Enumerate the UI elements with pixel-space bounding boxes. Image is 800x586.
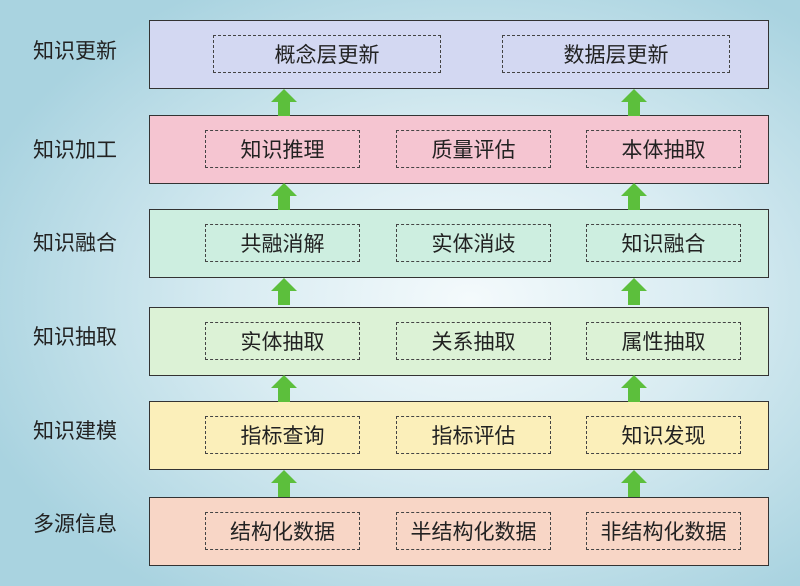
- green-up-arrow-icon: [621, 278, 647, 305]
- item-attribute-extraction: 属性抽取: [586, 322, 741, 360]
- layer-box-knowledge-processing: 知识推理 质量评估 本体抽取: [149, 115, 769, 184]
- layer-label-multi-source-info: 多源信息: [33, 512, 117, 536]
- green-up-arrow-icon: [271, 278, 297, 305]
- green-up-arrow-icon: [621, 183, 647, 210]
- item-concept-layer-update: 概念层更新: [213, 35, 441, 73]
- item-coreference-resolution: 共融消解: [205, 224, 360, 262]
- green-up-arrow-icon: [621, 375, 647, 402]
- layer-label-knowledge-modeling: 知识建模: [33, 419, 117, 443]
- item-relation-extraction: 关系抽取: [396, 322, 551, 360]
- layer-box-knowledge-extraction: 实体抽取 关系抽取 属性抽取: [149, 307, 769, 376]
- layer-label-knowledge-update: 知识更新: [33, 39, 117, 63]
- green-up-arrow-icon: [271, 183, 297, 210]
- layer-box-multi-source-info: 结构化数据 半结构化数据 非结构化数据: [149, 497, 769, 566]
- item-indicator-evaluation: 指标评估: [396, 416, 551, 454]
- green-up-arrow-icon: [621, 89, 647, 116]
- item-data-layer-update: 数据层更新: [502, 35, 730, 73]
- layer-box-knowledge-update: 概念层更新 数据层更新: [149, 20, 769, 89]
- item-quality-assessment: 质量评估: [396, 130, 551, 168]
- green-up-arrow-icon: [271, 89, 297, 116]
- item-knowledge-discovery: 知识发现: [586, 416, 741, 454]
- item-unstructured-data: 非结构化数据: [586, 512, 741, 550]
- green-up-arrow-icon: [271, 375, 297, 402]
- item-structured-data: 结构化数据: [205, 512, 360, 550]
- green-up-arrow-icon: [271, 470, 297, 497]
- layer-label-knowledge-processing: 知识加工: [33, 138, 117, 162]
- layer-box-knowledge-fusion: 共融消解 实体消歧 知识融合: [149, 209, 769, 278]
- item-ontology-extraction: 本体抽取: [586, 130, 741, 168]
- green-up-arrow-icon: [621, 470, 647, 497]
- item-indicator-query: 指标查询: [205, 416, 360, 454]
- item-entity-disambiguation: 实体消歧: [396, 224, 551, 262]
- item-knowledge-reasoning: 知识推理: [205, 130, 360, 168]
- layer-label-knowledge-extraction: 知识抽取: [33, 325, 117, 349]
- item-semi-structured-data: 半结构化数据: [396, 512, 551, 550]
- item-knowledge-merging: 知识融合: [586, 224, 741, 262]
- layer-box-knowledge-modeling: 指标查询 指标评估 知识发现: [149, 401, 769, 470]
- layer-label-knowledge-fusion: 知识融合: [33, 231, 117, 255]
- item-entity-extraction: 实体抽取: [205, 322, 360, 360]
